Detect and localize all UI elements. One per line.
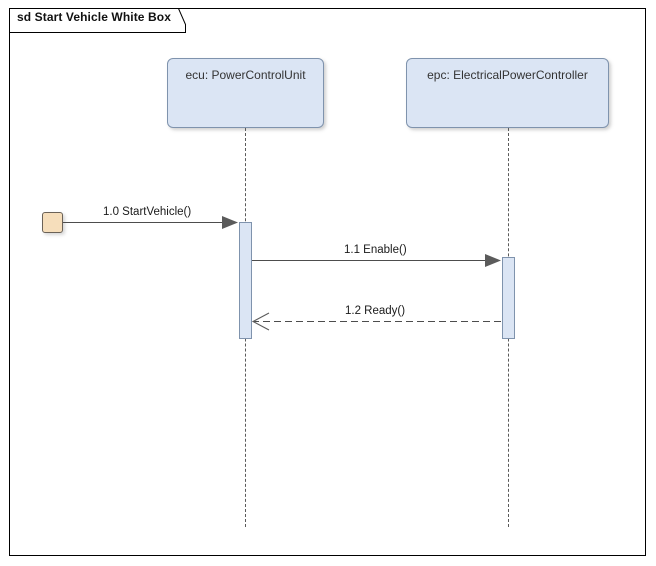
found-message-gate[interactable]: [42, 212, 63, 233]
activation-bar-ecu[interactable]: [239, 222, 252, 339]
message-label-1-2: 1.2 Ready(): [345, 305, 406, 317]
frame-name-tab: [9, 8, 186, 33]
lifeline-head-epc[interactable]: epc: ElectricalPowerController: [406, 58, 609, 128]
frame-label: sd Start Vehicle White Box: [17, 10, 171, 24]
lifeline-head-ecu[interactable]: ecu: PowerControlUnit: [167, 58, 324, 128]
lifeline-label-epc: epc: ElectricalPowerController: [427, 68, 588, 82]
activation-bar-epc[interactable]: [502, 257, 515, 339]
message-label-1-1: 1.1 Enable(): [344, 244, 407, 256]
message-label-1-0: 1.0 StartVehicle(): [103, 206, 192, 218]
lifeline-label-ecu: ecu: PowerControlUnit: [185, 68, 306, 82]
